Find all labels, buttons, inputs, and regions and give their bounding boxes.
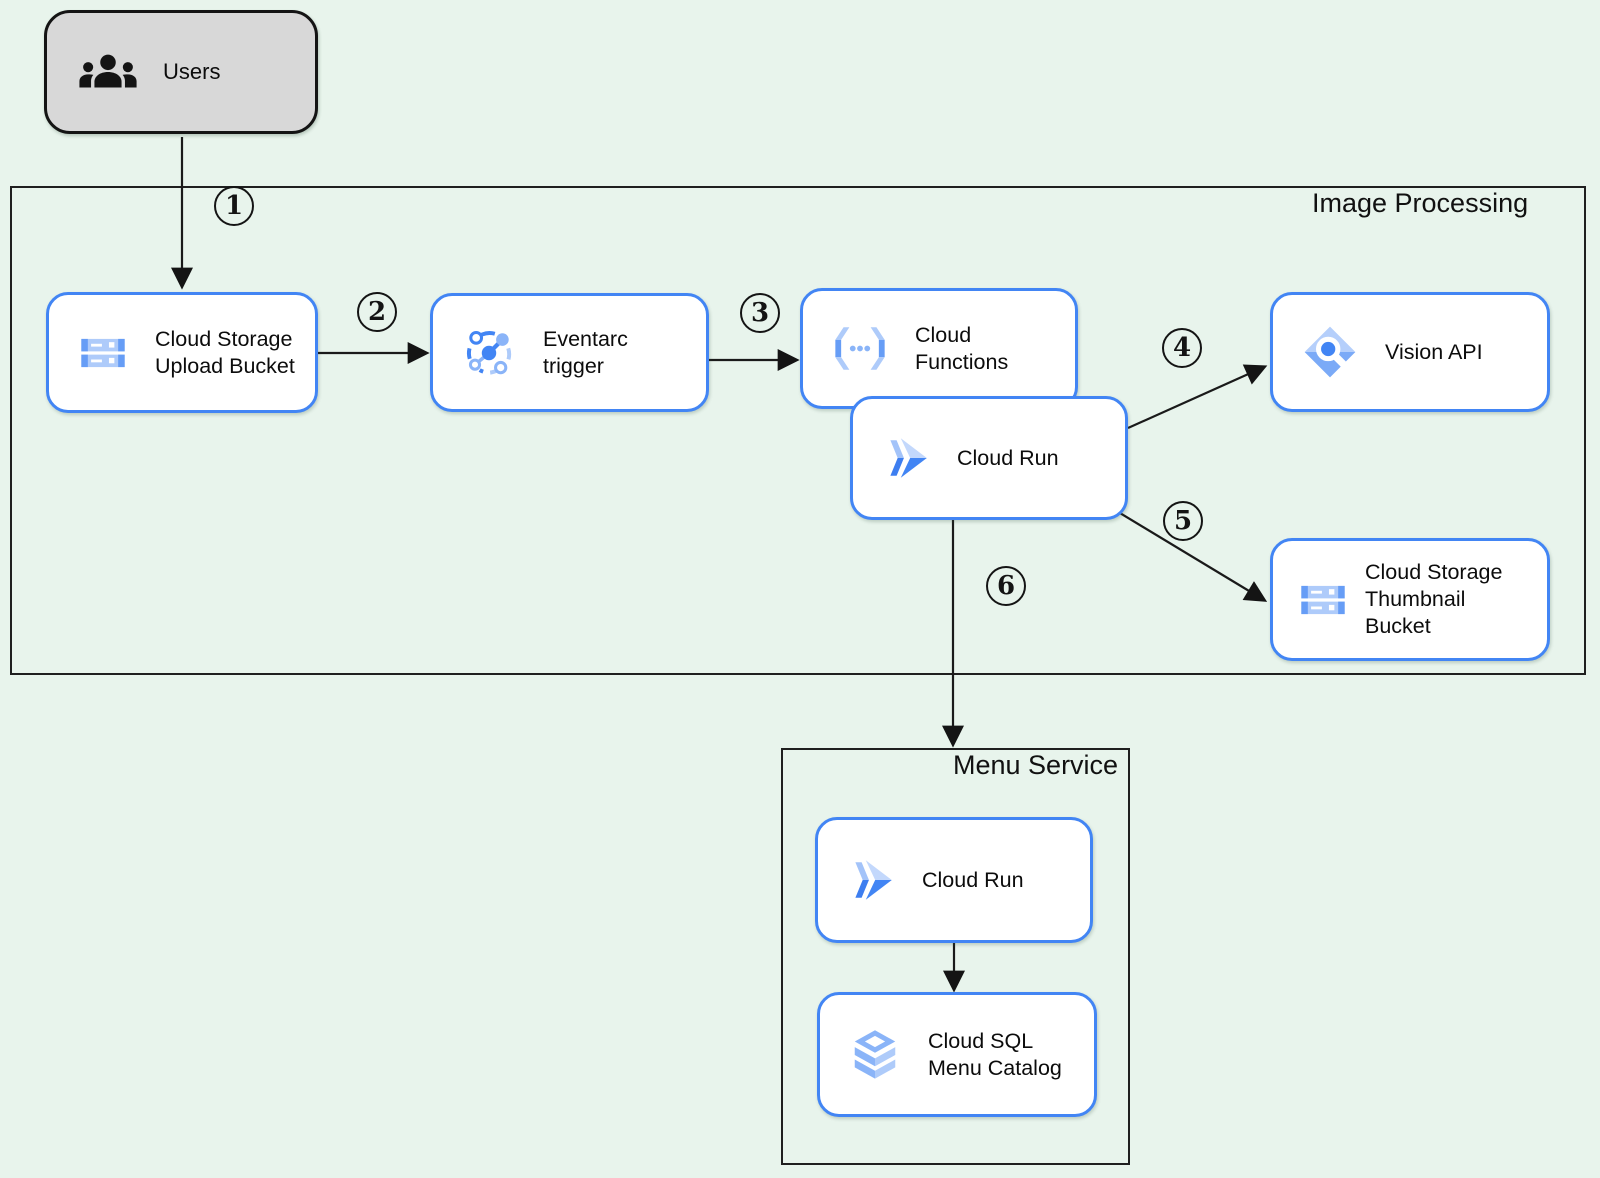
vision-api-icon: [1304, 326, 1356, 378]
step-badge-4: 4: [1162, 328, 1202, 368]
step-badge-2: 2: [357, 292, 397, 332]
menu-service-title: Menu Service: [953, 750, 1119, 780]
node-eventarc-trigger: Eventarc trigger: [430, 293, 709, 412]
node-label: Cloud Storage Thumbnail Bucket: [1365, 560, 1503, 638]
node-cloud-run-image-processing: Cloud Run: [850, 396, 1128, 520]
cloud-functions-icon: [835, 327, 885, 370]
cloud-run-icon: [855, 860, 892, 900]
step-badge-5: 5: [1163, 501, 1203, 541]
node-label: Cloud SQL Menu Catalog: [928, 1028, 1062, 1080]
node-cloud-storage-upload-bucket: Cloud Storage Upload Bucket: [46, 292, 318, 413]
node-users: Users: [44, 10, 318, 134]
cloud-run-icon: [890, 438, 927, 478]
arrow-cloudrun-to-thumbnail: [1109, 506, 1268, 602]
menu-service-group: [781, 748, 1130, 1165]
arrow-cloudrun-to-vision: [1127, 364, 1268, 430]
step-badge-6: 6: [986, 566, 1026, 606]
step-badge-3: 3: [740, 293, 780, 333]
node-label: Cloud Storage Upload Bucket: [155, 326, 295, 378]
cloud-sql-icon: [854, 1029, 896, 1079]
step-badge-1: 1: [214, 186, 254, 226]
node-cloud-functions: Cloud Functions: [800, 288, 1078, 409]
users-label: Users: [163, 59, 221, 84]
users-icon: [79, 54, 137, 88]
node-label: Cloud Functions: [915, 322, 1009, 374]
eventarc-icon: [466, 330, 512, 375]
node-label: Cloud Run: [922, 867, 1024, 892]
node-vision-api: Vision API: [1270, 292, 1550, 412]
node-label: Eventarc trigger: [543, 326, 628, 378]
image-processing-title: Image Processing: [1312, 188, 1529, 218]
node-cloud-sql-menu-catalog: Cloud SQL Menu Catalog: [817, 992, 1097, 1117]
node-label: Vision API: [1385, 339, 1483, 364]
node-cloud-storage-thumbnail-bucket: Cloud Storage Thumbnail Bucket: [1270, 538, 1550, 661]
image-processing-group: [10, 186, 1586, 675]
node-label: Cloud Run: [957, 445, 1059, 470]
cloud-storage-icon: [81, 338, 125, 367]
cloud-storage-icon: [1301, 585, 1345, 614]
node-cloud-run-menu-service: Cloud Run: [815, 817, 1093, 943]
